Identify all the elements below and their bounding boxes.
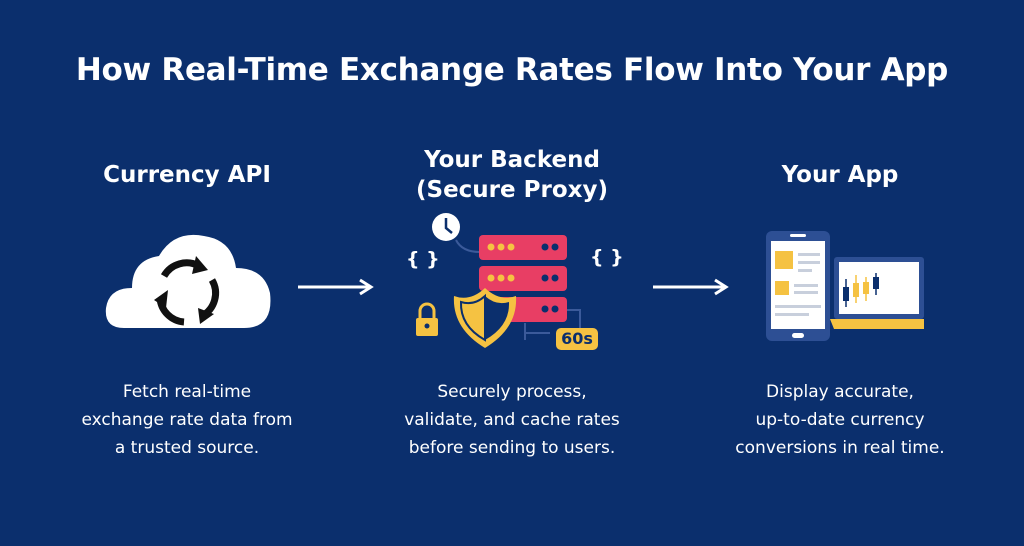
currency-api-description: Fetch real-time exchange rate data from … bbox=[37, 378, 337, 462]
desc-line: before sending to users. bbox=[408, 438, 616, 458]
desc-line: Securely process, bbox=[437, 382, 587, 402]
desc-line: Fetch real-time bbox=[122, 382, 252, 402]
desc-line: a trusted source. bbox=[114, 438, 260, 458]
your-app-description: Display accurate, up-to-date currency co… bbox=[690, 378, 990, 462]
backend-heading-line2: (Secure Proxy) bbox=[416, 177, 608, 203]
cloud-sync-icon bbox=[105, 234, 271, 328]
your-app-heading: Your App bbox=[781, 162, 899, 188]
secure-proxy-illustration: 60s { } { } bbox=[400, 210, 630, 355]
desc-line: conversions in real time. bbox=[735, 438, 945, 458]
cache-ttl-badge: 60s bbox=[556, 328, 598, 350]
server-stack-icon bbox=[416, 213, 581, 348]
phone-laptop-chart-icon bbox=[766, 231, 924, 341]
backend-heading-line1: Your Backend bbox=[424, 147, 600, 173]
currency-api-heading: Currency API bbox=[103, 162, 271, 188]
arrow-right-icon bbox=[298, 278, 374, 296]
diagram-title: How Real-Time Exchange Rates Flow Into Y… bbox=[75, 52, 949, 88]
desc-line: validate, and cache rates bbox=[404, 410, 620, 430]
code-braces-left-icon: { } bbox=[406, 248, 440, 270]
desc-line: exchange rate data from bbox=[81, 410, 293, 430]
desc-line: Display accurate, bbox=[766, 382, 914, 402]
desc-line: up-to-date currency bbox=[755, 410, 925, 430]
arrow-right-icon bbox=[653, 278, 729, 296]
backend-description: Securely process, validate, and cache ra… bbox=[362, 378, 662, 462]
code-braces-right-icon: { } bbox=[590, 246, 624, 268]
backend-heading: Your Backend (Secure Proxy) bbox=[362, 145, 662, 205]
